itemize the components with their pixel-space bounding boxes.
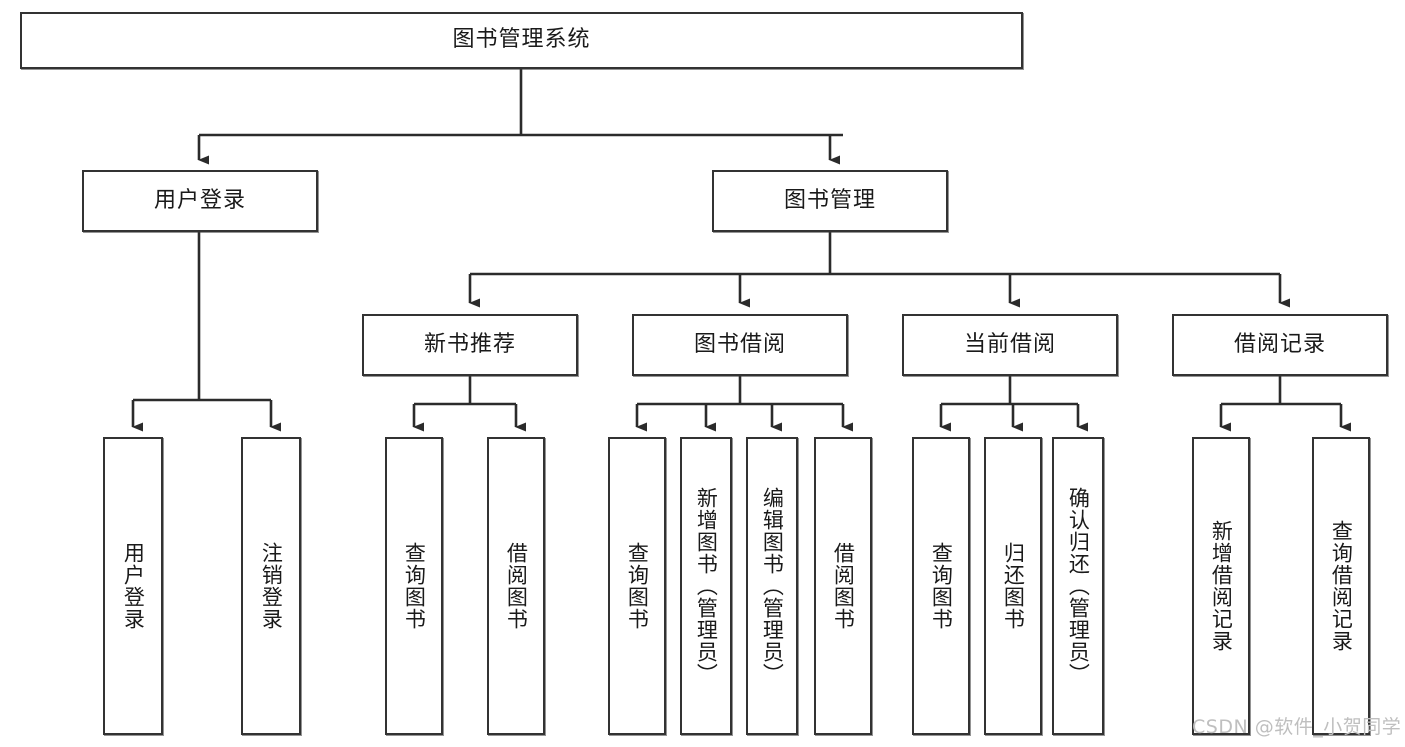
node-label: 查询图书 <box>402 542 427 630</box>
node-label: 用户登录 <box>153 187 246 213</box>
node-leaf-borrow-book[interactable]: 借阅图书 <box>814 437 872 735</box>
node-leaf-query-book-current[interactable]: 查询图书 <box>912 437 970 735</box>
node-leaf-query-book-borrow[interactable]: 查询图书 <box>608 437 666 735</box>
node-label: 查询图书 <box>929 542 954 630</box>
node-leaf-user-login[interactable]: 用户登录 <box>103 437 163 735</box>
node-leaf-add-book[interactable]: 新增图书（管理员） <box>680 437 732 735</box>
node-leaf-borrow-book-recommend[interactable]: 借阅图书 <box>487 437 545 735</box>
node-label: 借阅图书 <box>504 542 529 630</box>
node-label: 用户登录 <box>121 542 146 630</box>
node-book-borrow[interactable]: 图书借阅 <box>632 314 848 376</box>
node-leaf-query-borrow-record[interactable]: 查询借阅记录 <box>1312 437 1370 735</box>
node-label: 新书推荐 <box>423 331 516 357</box>
node-label: 借阅图书 <box>831 542 856 630</box>
node-borrow-record[interactable]: 借阅记录 <box>1172 314 1388 376</box>
node-label: 查询借阅记录 <box>1329 520 1354 652</box>
node-root-system[interactable]: 图书管理系统 <box>20 12 1023 69</box>
node-label: 图书管理 <box>783 187 876 213</box>
node-label: 图书管理系统 <box>452 27 591 53</box>
node-leaf-edit-book[interactable]: 编辑图书（管理员） <box>746 437 798 735</box>
node-label: 新增借阅记录 <box>1209 520 1234 652</box>
node-label: 新增图书（管理员） <box>694 487 719 685</box>
node-label: 借阅记录 <box>1233 331 1326 357</box>
node-leaf-return-book[interactable]: 归还图书 <box>984 437 1042 735</box>
node-label: 归还图书 <box>1001 542 1026 630</box>
node-leaf-add-borrow-record[interactable]: 新增借阅记录 <box>1192 437 1250 735</box>
node-leaf-user-logout[interactable]: 注销登录 <box>241 437 301 735</box>
node-book-management[interactable]: 图书管理 <box>712 170 948 232</box>
node-label: 编辑图书（管理员） <box>760 487 785 685</box>
node-leaf-confirm-return[interactable]: 确认归还（管理员） <box>1052 437 1104 735</box>
node-label: 注销登录 <box>259 542 284 630</box>
node-label: 查询图书 <box>625 542 650 630</box>
watermark-text: CSDN @软件_小贺同学 <box>1192 716 1402 738</box>
node-current-borrow[interactable]: 当前借阅 <box>902 314 1118 376</box>
node-new-book-recommend[interactable]: 新书推荐 <box>362 314 578 376</box>
node-label: 当前借阅 <box>963 331 1056 357</box>
node-label: 图书借阅 <box>693 331 786 357</box>
node-label: 确认归还（管理员） <box>1066 487 1091 685</box>
node-leaf-query-book-recommend[interactable]: 查询图书 <box>385 437 443 735</box>
node-user-login[interactable]: 用户登录 <box>82 170 318 232</box>
